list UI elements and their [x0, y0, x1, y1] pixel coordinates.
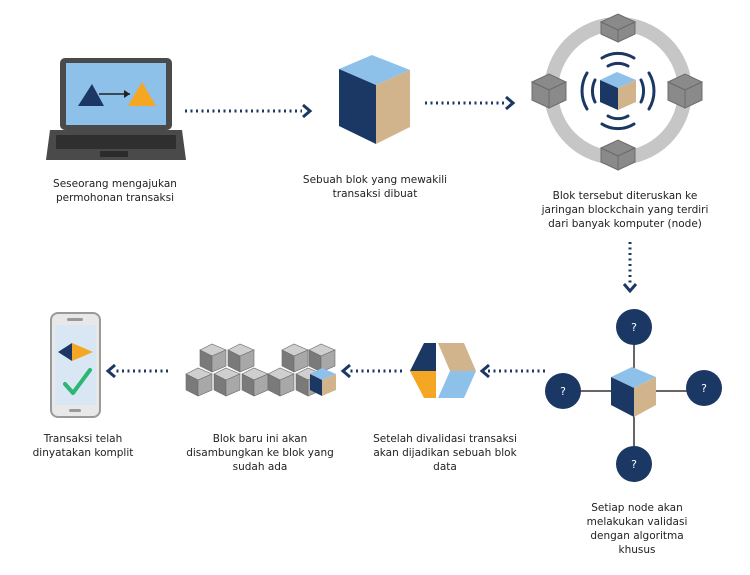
flow-arrow-2 — [425, 95, 516, 111]
server-node-top — [599, 13, 637, 43]
chain-block-8 — [267, 367, 295, 397]
validator-node-right — [686, 370, 722, 406]
step-6-caption: Blok baru ini akan disambungkan ke blok … — [186, 433, 334, 473]
validator-label-right: ? — [701, 382, 707, 395]
validation-nodes-icon: ? ? ? ? — [545, 309, 722, 482]
flow-arrow-3 — [622, 242, 638, 294]
chain-block-1 — [199, 343, 227, 373]
checkmark-icon — [63, 368, 92, 395]
smartphone-icon — [50, 312, 101, 418]
chain-block-5 — [185, 367, 213, 397]
blockchain-network-icon — [530, 13, 704, 171]
chain-block-3 — [281, 343, 309, 373]
step-1-caption: Seseorang mengajukan permohonan transaks… — [53, 178, 177, 204]
chain-block-2 — [227, 343, 255, 373]
server-node-left — [530, 73, 568, 109]
step-7-caption: Transaksi telah dinyatakan komplit — [32, 433, 134, 459]
validator-node-left — [545, 373, 581, 409]
step-5-caption: Setelah divalidasi transaksi akan dijadi… — [373, 433, 517, 473]
laptop-icon — [46, 58, 186, 160]
flow-arrow-5 — [340, 363, 402, 379]
server-node-bottom — [599, 139, 637, 171]
validator-node-top — [616, 309, 652, 345]
validator-label-bottom: ? — [631, 458, 637, 471]
center-block-icon — [600, 72, 636, 110]
validator-label-left: ? — [560, 385, 566, 398]
validator-label-top: ? — [631, 321, 637, 334]
flow-arrow-1 — [185, 103, 313, 119]
new-data-block-icon — [410, 343, 476, 398]
signal-waves-icon — [580, 51, 656, 131]
step-4-caption: Setiap node akan melakukan validasi deng… — [586, 502, 688, 556]
server-node-right — [666, 73, 704, 109]
chain-block-7 — [241, 367, 269, 397]
new-block-attached-icon — [310, 368, 336, 396]
chain-block-4 — [308, 343, 336, 373]
transaction-block-icon — [339, 55, 410, 144]
flow-arrow-6 — [105, 363, 168, 379]
step-2-caption: Sebuah blok yang mewakili transaksi dibu… — [302, 174, 448, 200]
validator-node-bottom — [616, 446, 652, 482]
chain-block-6 — [213, 367, 241, 397]
flow-arrow-4 — [479, 363, 545, 379]
step-3-caption: Blok tersebut diteruskan ke jaringan blo… — [541, 190, 709, 230]
